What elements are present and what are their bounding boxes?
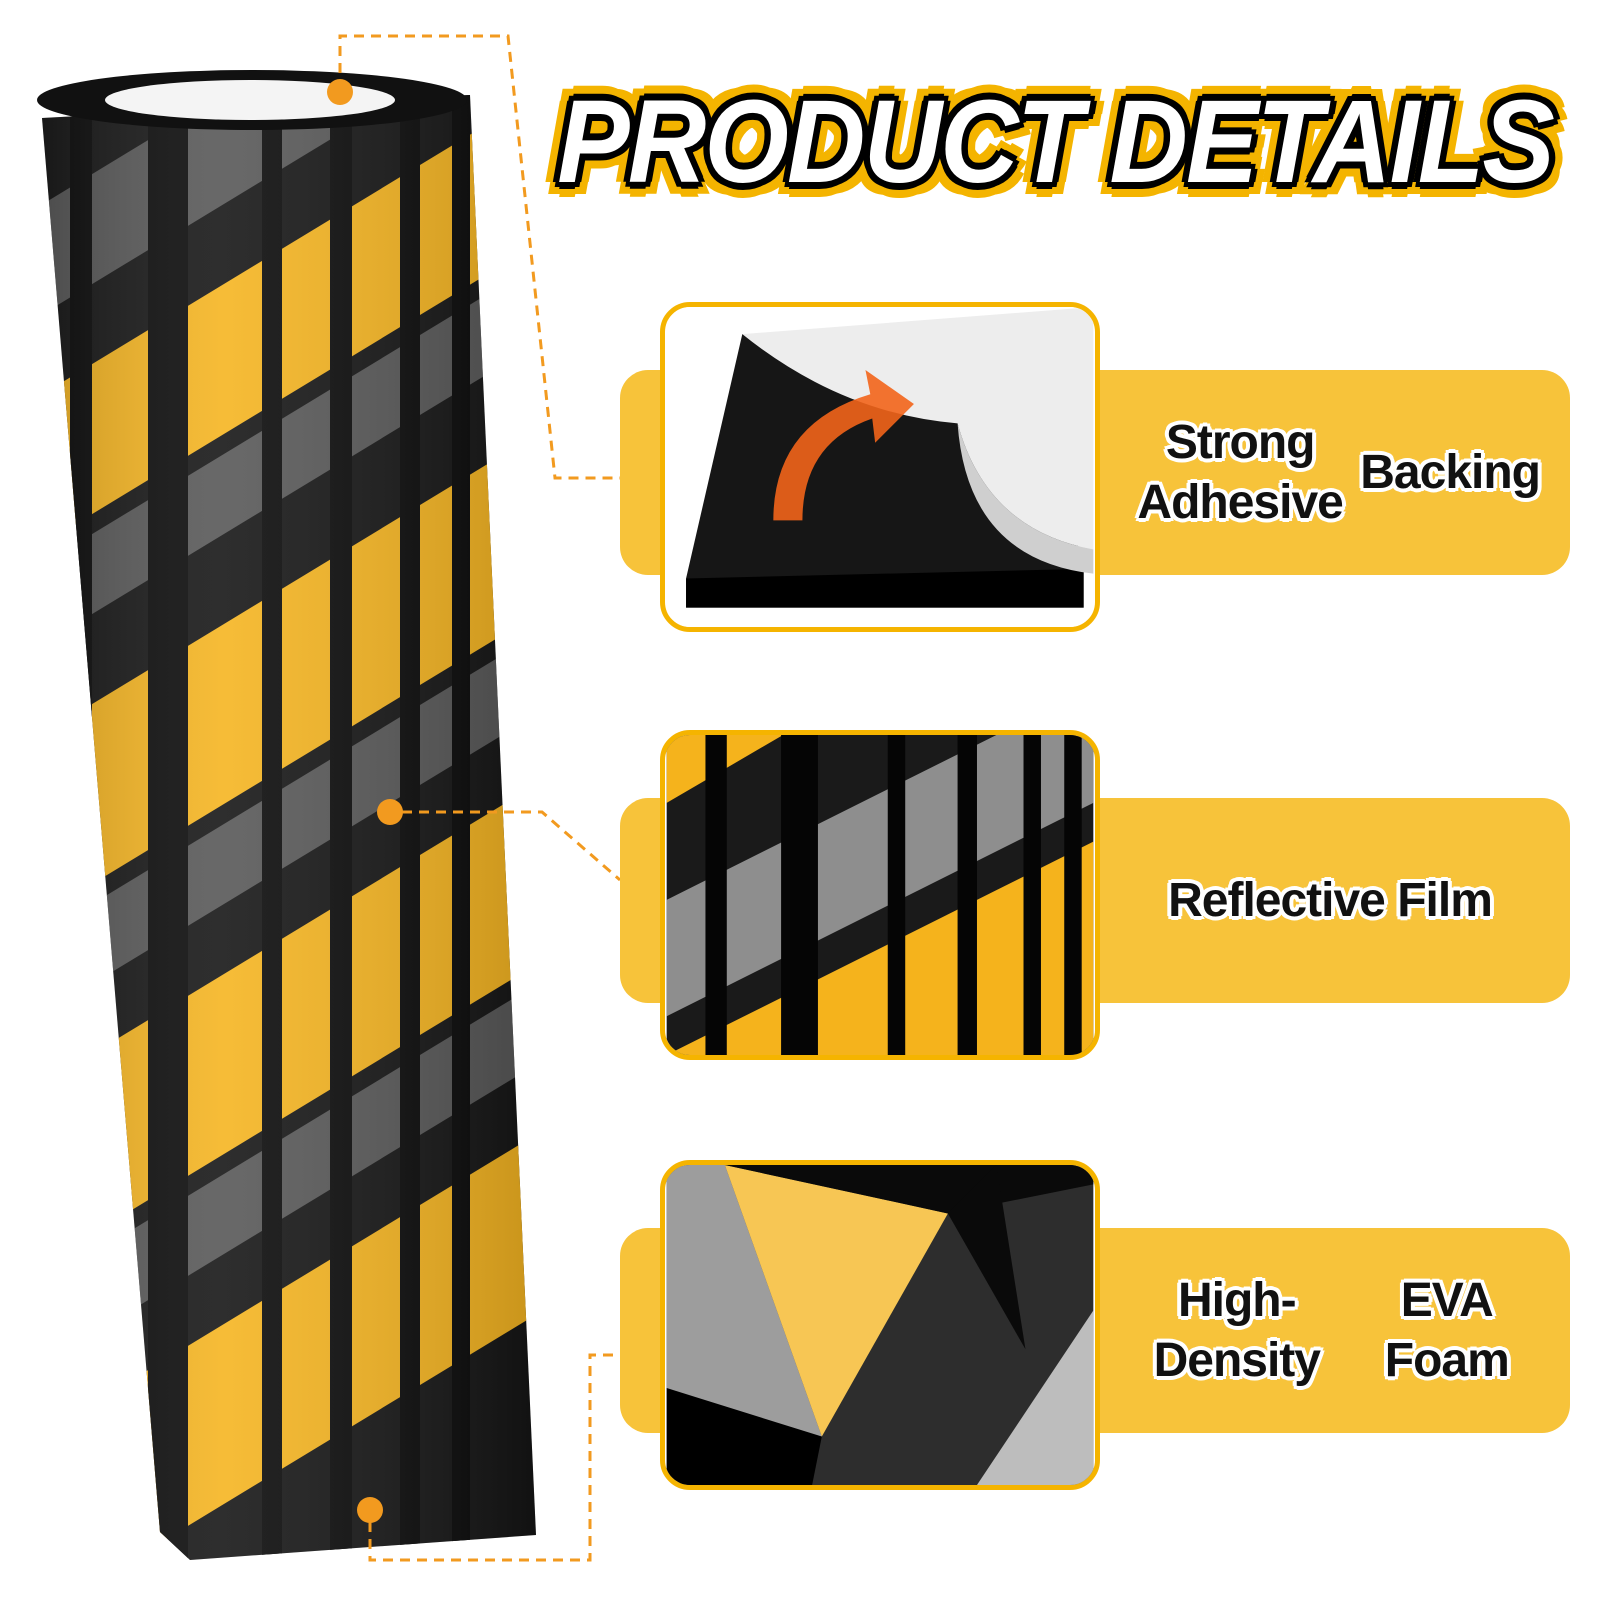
- feature-label: Strong Adhesive Backing: [1137, 415, 1541, 529]
- title-banner: PRODUCT DETAILS: [557, 72, 1555, 212]
- feature-reflective: Reflective Film: [620, 730, 1570, 1070]
- foam-guard-product-image: [37, 70, 536, 1560]
- foam-closeup-icon: [660, 1160, 1100, 1490]
- feature-foam: High-Density EVA Foam: [620, 1160, 1570, 1500]
- feature-adhesive: Strong Adhesive Backing: [620, 302, 1570, 642]
- feature-label: High-Density EVA Foam: [1153, 1273, 1510, 1387]
- adhesive-peel-icon: [660, 302, 1100, 632]
- reflective-stripes-icon: [660, 730, 1100, 1060]
- feature-label: Reflective Film: [1168, 873, 1493, 927]
- page-title: PRODUCT DETAILS: [557, 76, 1555, 208]
